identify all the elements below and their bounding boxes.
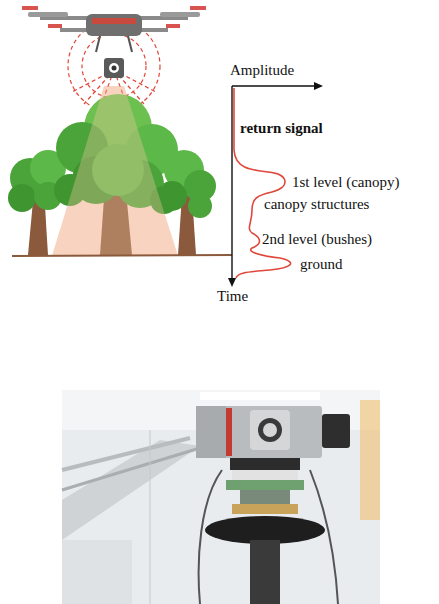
peak-label: 1st level (canopy) — [292, 174, 399, 191]
axis-label: Time — [217, 288, 248, 305]
drone — [22, 6, 206, 78]
peak-label: 2nd level (bushes) — [262, 231, 372, 248]
peak-label: canopy structures — [264, 196, 369, 213]
scanner-photo — [62, 390, 380, 604]
axis-label: Amplitude — [230, 62, 294, 79]
peak-label: ground — [300, 256, 343, 273]
return-waveform — [234, 88, 291, 278]
signal-label: return signal — [240, 120, 323, 137]
ground-line — [12, 255, 232, 256]
laser-cone — [52, 86, 178, 256]
